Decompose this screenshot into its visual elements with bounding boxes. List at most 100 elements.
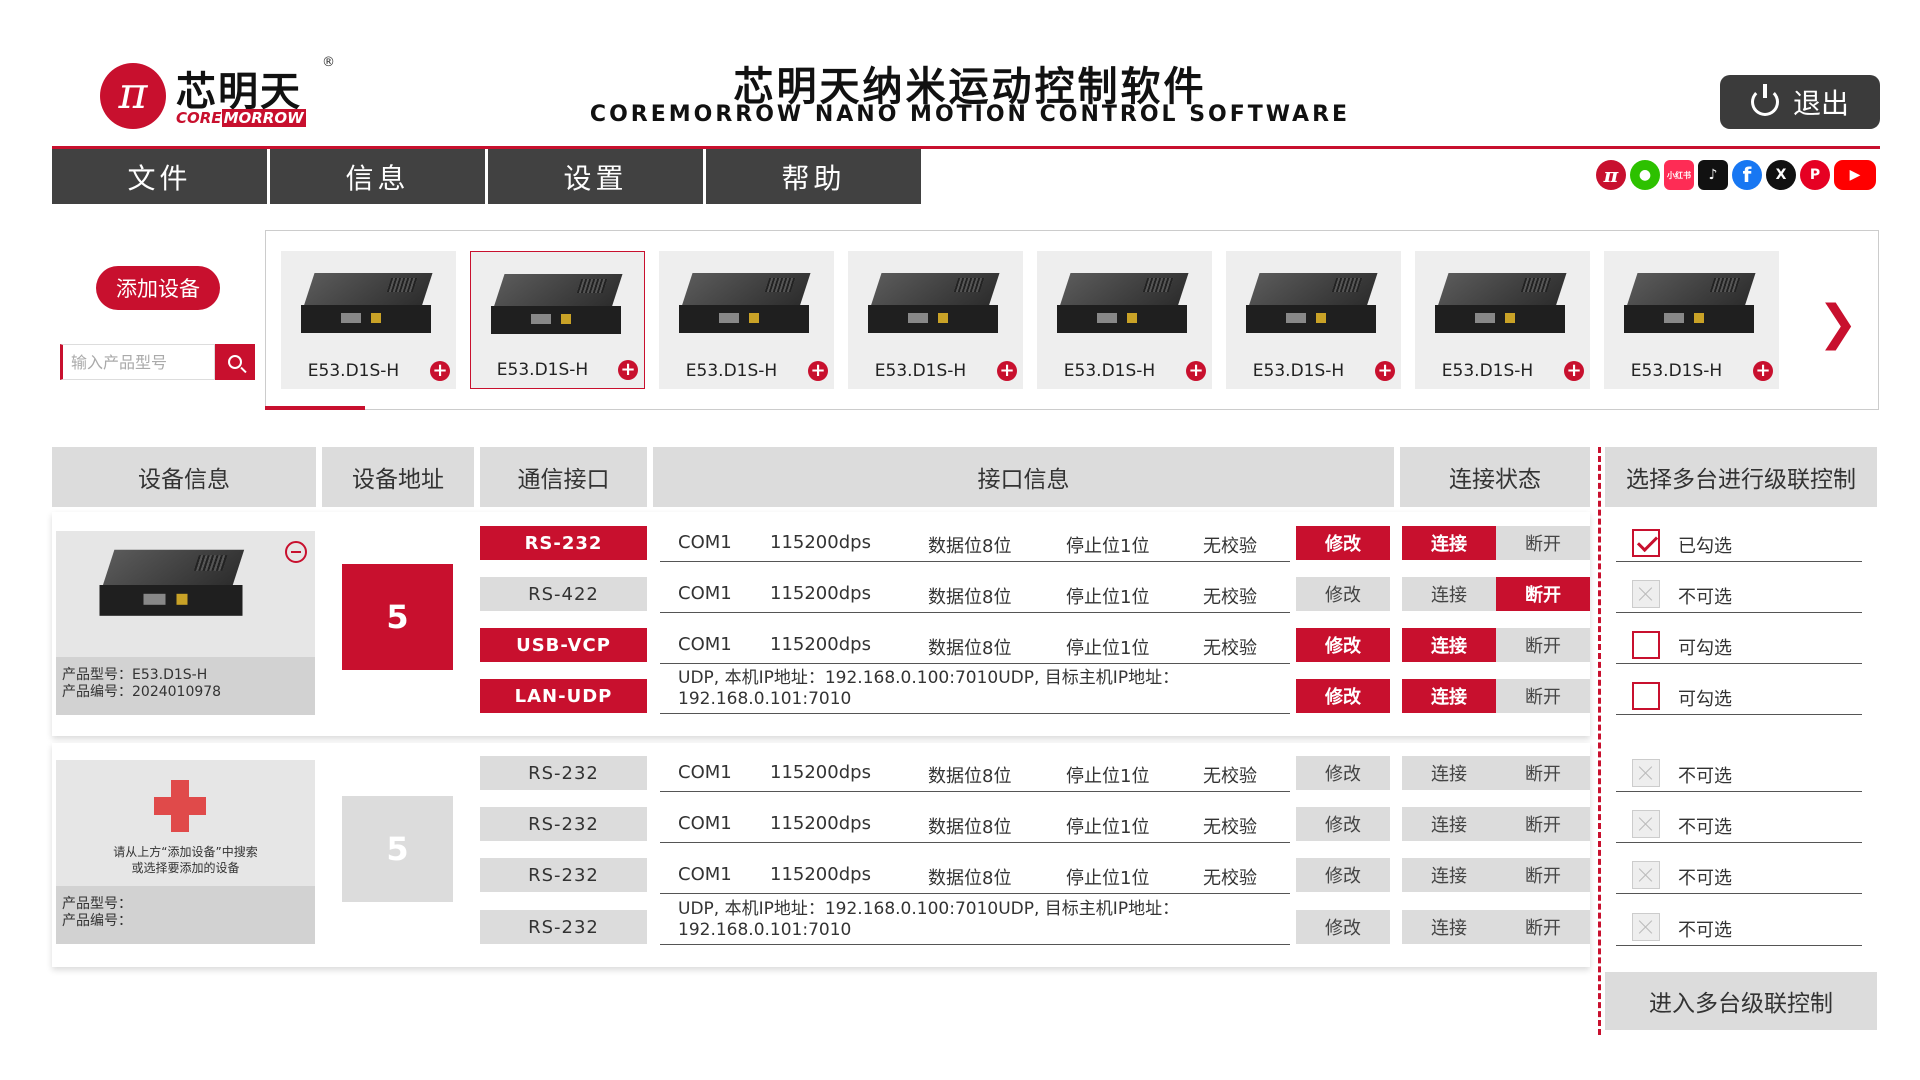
baud-rate: 115200dps	[770, 762, 871, 783]
product-search-input[interactable]	[60, 344, 215, 380]
disconnect-button[interactable]: 断开	[1496, 910, 1590, 944]
device-card-label: E53.D1S-H	[496, 360, 589, 380]
disconnect-button[interactable]: 断开	[1496, 756, 1590, 790]
interface-info-row: UDP, 本机IP地址：192.168.0.100:7010UDP, 目标主机I…	[660, 668, 1290, 714]
add-icon[interactable]: +	[618, 360, 638, 380]
add-icon[interactable]: +	[1564, 361, 1584, 381]
search-icon	[228, 355, 242, 369]
parity: 无校验	[1203, 536, 1257, 557]
device-card[interactable]: E53.D1S-H +	[848, 251, 1023, 389]
checkbox-icon[interactable]	[1632, 682, 1660, 710]
device-card[interactable]: E53.D1S-H +	[659, 251, 834, 389]
modify-button[interactable]: 修改	[1296, 910, 1390, 944]
data-bits: 数据位8位	[928, 536, 1012, 557]
modify-button[interactable]: 修改	[1296, 807, 1390, 841]
modify-button[interactable]: 修改	[1296, 526, 1390, 560]
device-image	[491, 274, 623, 338]
disconnect-button[interactable]: 断开	[1496, 577, 1590, 611]
interface-info-row: COM1 115200dps 数据位8位 停止位1位 无校验	[660, 805, 1290, 843]
xiaohongshu-icon[interactable]: 小红书	[1664, 160, 1694, 190]
disconnect-button[interactable]: 断开	[1496, 628, 1590, 662]
add-device-icon[interactable]	[154, 780, 206, 832]
wechat-icon[interactable]: ●	[1630, 160, 1660, 190]
exit-button[interactable]: 退出	[1720, 75, 1880, 129]
social-links: π ● 小红书 ♪ f X P ▶	[1596, 160, 1876, 190]
add-icon[interactable]: +	[1375, 361, 1395, 381]
tiktok-icon[interactable]: ♪	[1698, 160, 1728, 190]
interface-info-row: COM1 115200dps 数据位8位 停止位1位 无校验	[660, 524, 1290, 562]
search-button[interactable]	[215, 344, 255, 380]
connect-button[interactable]: 连接	[1402, 807, 1496, 841]
device-card[interactable]: E53.D1S-H +	[470, 251, 645, 389]
cascade-select-row: 不可选	[1616, 856, 1862, 894]
parity: 无校验	[1203, 587, 1257, 608]
device-card-label: E53.D1S-H	[307, 361, 400, 381]
header-status: 连接状态	[1400, 447, 1590, 507]
data-bits: 数据位8位	[928, 638, 1012, 659]
cascade-select-row: 不可选	[1616, 575, 1862, 613]
disconnect-button[interactable]: 断开	[1496, 858, 1590, 892]
cascade-select-row[interactable]: 可勾选	[1616, 677, 1862, 715]
product-serial: 产品编号：2024010978	[62, 684, 222, 700]
add-icon[interactable]: +	[808, 361, 828, 381]
enter-cascade-button[interactable]: 进入多台级联控制	[1605, 972, 1877, 1030]
connect-button[interactable]: 连接	[1402, 756, 1496, 790]
menu-settings[interactable]: 设置	[488, 149, 703, 204]
device-image	[1057, 273, 1189, 337]
cascade-select-row[interactable]: 已勾选	[1616, 524, 1862, 562]
youtube-icon[interactable]: ▶	[1834, 160, 1876, 190]
checkbox-icon[interactable]	[1632, 631, 1660, 659]
device-card[interactable]: E53.D1S-H +	[281, 251, 456, 389]
com-port: COM1	[678, 634, 732, 655]
device-image	[1624, 273, 1756, 337]
com-port: COM1	[678, 762, 732, 783]
stop-bits: 停止位1位	[1066, 587, 1150, 608]
checkbox-disabled-icon	[1632, 861, 1660, 889]
interface-info-row: COM1 115200dps 数据位8位 停止位1位 无校验	[660, 575, 1290, 613]
disconnect-button[interactable]: 断开	[1496, 526, 1590, 560]
device-card[interactable]: E53.D1S-H +	[1415, 251, 1590, 389]
x-icon[interactable]: X	[1766, 160, 1796, 190]
data-bits: 数据位8位	[928, 868, 1012, 889]
menu-help[interactable]: 帮助	[706, 149, 921, 204]
connect-button[interactable]: 连接	[1402, 910, 1496, 944]
add-icon[interactable]: +	[430, 361, 450, 381]
connect-button[interactable]: 连接	[1402, 679, 1496, 713]
connect-button[interactable]: 连接	[1402, 628, 1496, 662]
remove-device-icon[interactable]	[285, 541, 307, 563]
add-icon[interactable]: +	[1753, 361, 1773, 381]
device-card[interactable]: E53.D1S-H +	[1037, 251, 1212, 389]
coremorrow-icon[interactable]: π	[1596, 160, 1626, 190]
modify-button[interactable]: 修改	[1296, 577, 1390, 611]
device-card[interactable]: E53.D1S-H +	[1604, 251, 1779, 389]
menu-file[interactable]: 文件	[52, 149, 267, 204]
chevron-right-icon[interactable]: ❯	[1817, 295, 1858, 351]
disconnect-button[interactable]: 断开	[1496, 679, 1590, 713]
modify-button[interactable]: 修改	[1296, 756, 1390, 790]
modify-button[interactable]: 修改	[1296, 858, 1390, 892]
connect-button[interactable]: 连接	[1402, 577, 1496, 611]
disconnect-button[interactable]: 断开	[1496, 807, 1590, 841]
device-card[interactable]: E53.D1S-H +	[1226, 251, 1401, 389]
connect-button[interactable]: 连接	[1402, 526, 1496, 560]
interface-label: LAN-UDP	[480, 679, 647, 713]
modify-button[interactable]: 修改	[1296, 679, 1390, 713]
add-icon[interactable]: +	[1186, 361, 1206, 381]
device-address: 5	[342, 564, 453, 670]
cascade-select-row[interactable]: 可勾选	[1616, 626, 1862, 664]
menu-info[interactable]: 信息	[270, 149, 485, 204]
cascade-select-label: 不可选	[1678, 868, 1732, 889]
cascade-select-label: 可勾选	[1678, 638, 1732, 659]
facebook-icon[interactable]: f	[1732, 160, 1762, 190]
parity: 无校验	[1203, 868, 1257, 889]
logo-sub-morrow: MORROW	[221, 109, 306, 127]
pinterest-icon[interactable]: P	[1800, 160, 1830, 190]
device-carousel: E53.D1S-H + E53.D1S-H + E53.D1S-H + E53.…	[265, 230, 1879, 410]
carousel-indicator	[265, 406, 365, 410]
checkbox-checked-icon[interactable]	[1632, 529, 1660, 557]
connect-button[interactable]: 连接	[1402, 858, 1496, 892]
add-icon[interactable]: +	[997, 361, 1017, 381]
add-device-button[interactable]: 添加设备	[96, 266, 220, 310]
modify-button[interactable]: 修改	[1296, 628, 1390, 662]
